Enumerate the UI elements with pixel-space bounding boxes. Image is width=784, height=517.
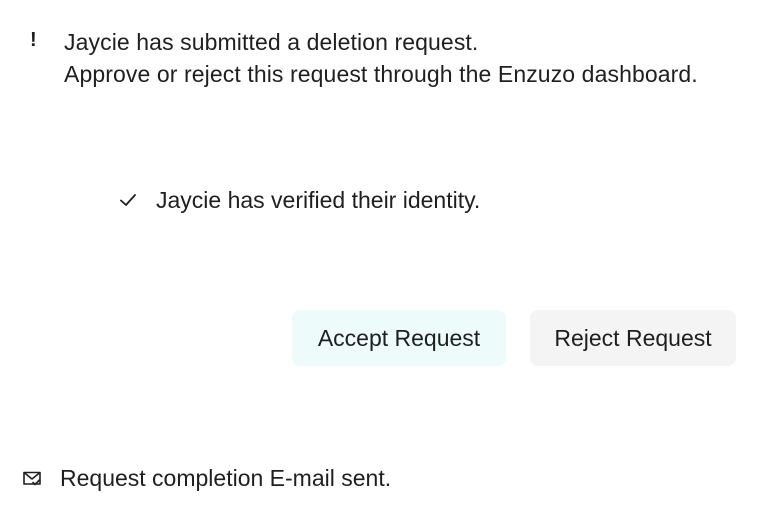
- identity-verified-text: Jaycie has verified their identity.: [156, 187, 481, 213]
- mail-sent-icon: [23, 471, 41, 486]
- exclamation-icon: !: [30, 29, 37, 51]
- notice-text: Jaycie has submitted a deletion request.…: [64, 26, 698, 90]
- email-sent-text: Request completion E-mail sent.: [60, 465, 392, 491]
- email-sent-row: Request completion E-mail sent.: [22, 462, 391, 494]
- checkmark-icon: [120, 194, 136, 206]
- reject-request-button[interactable]: Reject Request: [530, 310, 736, 366]
- identity-verified-row: Jaycie has verified their identity.: [118, 184, 480, 216]
- notice-line-2: Approve or reject this request through t…: [64, 61, 698, 87]
- notice-line-1: Jaycie has submitted a deletion request.: [64, 29, 479, 55]
- accept-request-button[interactable]: Accept Request: [292, 310, 506, 366]
